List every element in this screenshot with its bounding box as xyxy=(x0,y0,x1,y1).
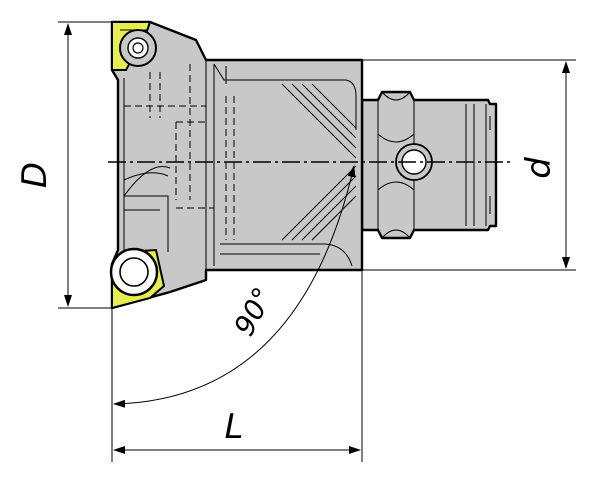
top-cutting-insert xyxy=(111,21,157,71)
dimension-L: L xyxy=(111,270,363,462)
dimension-D: D xyxy=(15,21,112,309)
label-D: D xyxy=(15,162,55,188)
label-d: d xyxy=(519,157,559,179)
dimension-d: d xyxy=(362,59,576,271)
cutter-shank xyxy=(360,90,498,240)
bottom-cutting-insert xyxy=(109,247,166,310)
label-angle: 90° xyxy=(227,282,279,341)
label-L: L xyxy=(225,407,244,447)
